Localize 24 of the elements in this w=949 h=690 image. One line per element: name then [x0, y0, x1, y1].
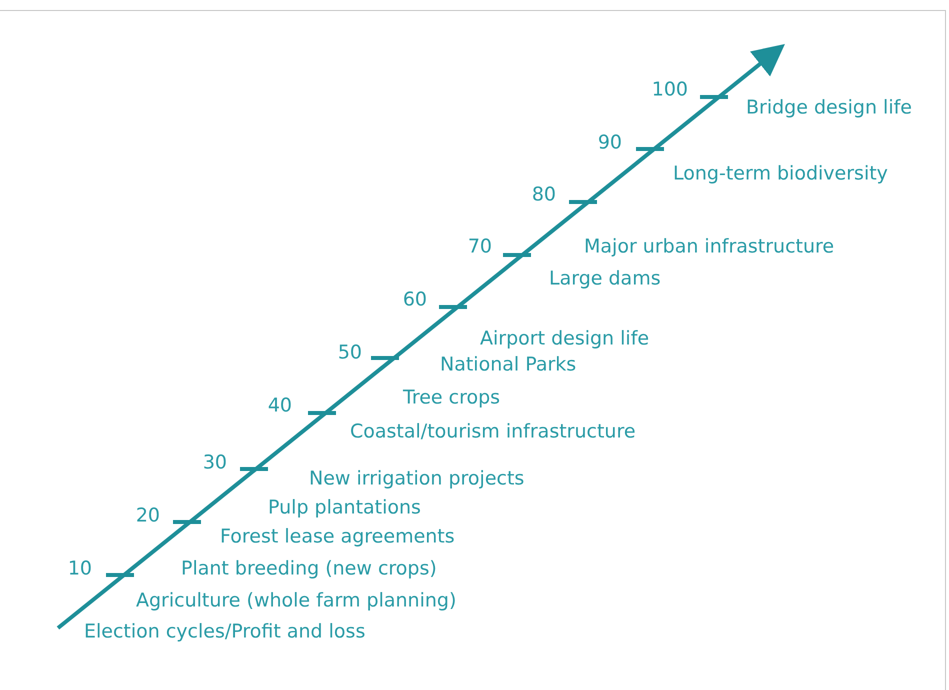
- timescale-label: National Parks: [440, 356, 576, 374]
- tick-value: 50: [338, 344, 362, 362]
- timescale-label: Bridge design life: [746, 98, 912, 118]
- timescale-label: Plant breeding (new crops): [181, 560, 437, 578]
- timescale-label: Long-term biodiversity: [673, 164, 888, 184]
- timescale-label: Forest lease agreements: [220, 528, 455, 546]
- tick-value: 60: [402, 290, 427, 310]
- timescale-label: Tree crops: [403, 388, 500, 408]
- tick-value: 30: [202, 454, 227, 472]
- tick-value: 70: [468, 238, 492, 256]
- timescale-label: Large dams: [549, 270, 661, 288]
- timescale-label: Major urban infrastructure: [584, 238, 834, 256]
- timescale-label: Airport design life: [480, 330, 650, 348]
- tick-value: 90: [598, 134, 622, 152]
- tick-value: 100: [652, 80, 688, 100]
- timescale-label: Coastal/tourism infrastructure: [350, 422, 636, 442]
- timescale-label: Pulp plantations: [268, 498, 421, 518]
- tick-value: 20: [136, 506, 160, 526]
- tick-value: 80: [532, 186, 556, 204]
- timescale-label: Agriculture (whole farm planning): [136, 592, 456, 610]
- timescale-label: Election cycles/Profit and loss: [84, 622, 366, 642]
- timescale-label: New irrigation projects: [309, 470, 524, 488]
- tick-value: 10: [68, 560, 92, 578]
- tick-value: 40: [268, 396, 292, 416]
